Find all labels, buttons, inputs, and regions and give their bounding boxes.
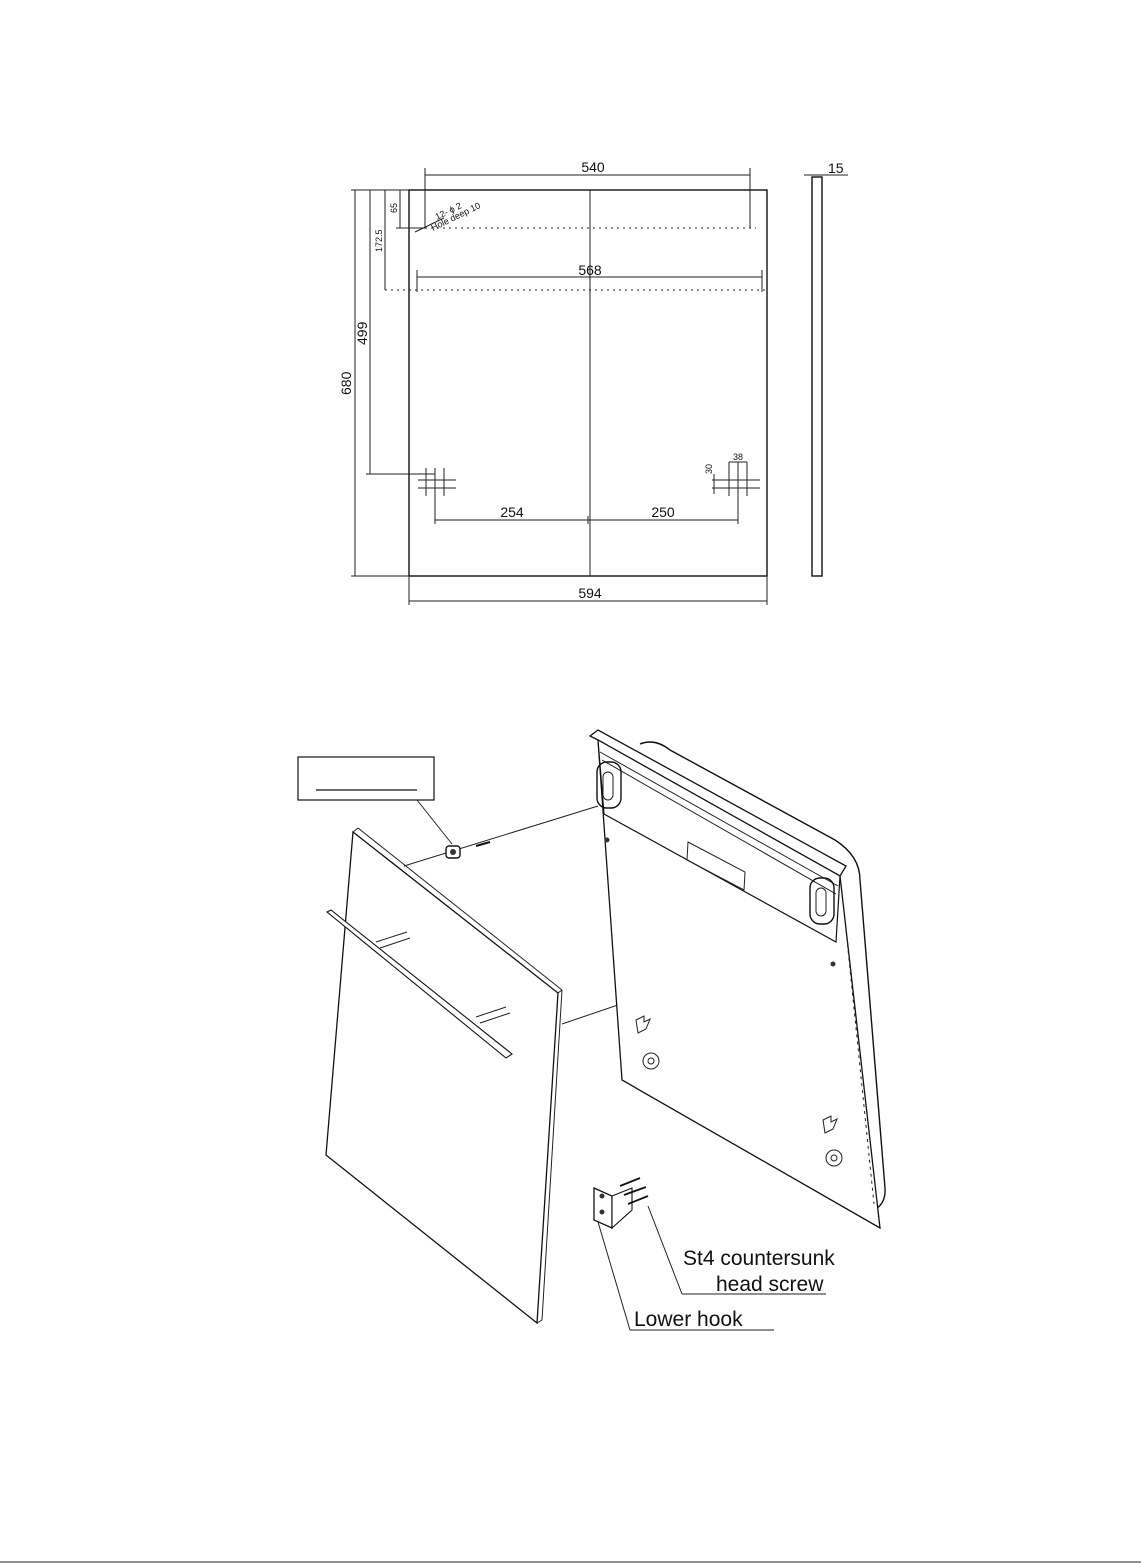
front-elevation: 540 568 12- ϕ 2 Hole deep 10 65 172.5 49… — [338, 159, 767, 605]
side-panel — [812, 177, 822, 576]
assembly-view: St4 countersunk head screw Lower hook — [298, 730, 885, 1331]
callout-box — [298, 757, 434, 800]
side-view: 15 — [804, 160, 848, 576]
dim-499: 499 — [354, 321, 370, 345]
lower-hook — [594, 1178, 648, 1228]
screw-label-line2: head screw — [716, 1273, 824, 1296]
dim-65: 65 — [389, 203, 399, 213]
left-hook-holes — [418, 468, 456, 524]
dim-250: 250 — [651, 504, 675, 520]
right-hook-holes — [712, 462, 760, 524]
decor-door-panel — [326, 828, 562, 1323]
dim-15: 15 — [828, 160, 844, 176]
dim-594: 594 — [578, 585, 602, 601]
dim-568: 568 — [578, 262, 602, 278]
lower-hook-label: Lower hook — [634, 1308, 743, 1331]
dishwasher-door — [590, 730, 885, 1228]
dim-254: 254 — [500, 504, 524, 520]
dim-540: 540 — [581, 159, 605, 175]
dim-172-5: 172.5 — [374, 229, 384, 252]
upper-hook-left — [446, 842, 490, 858]
dim-30: 30 — [704, 464, 714, 474]
dim-680: 680 — [338, 371, 354, 395]
dim-38: 38 — [733, 452, 743, 462]
screw-label-line1: St4 countersunk — [683, 1247, 835, 1270]
